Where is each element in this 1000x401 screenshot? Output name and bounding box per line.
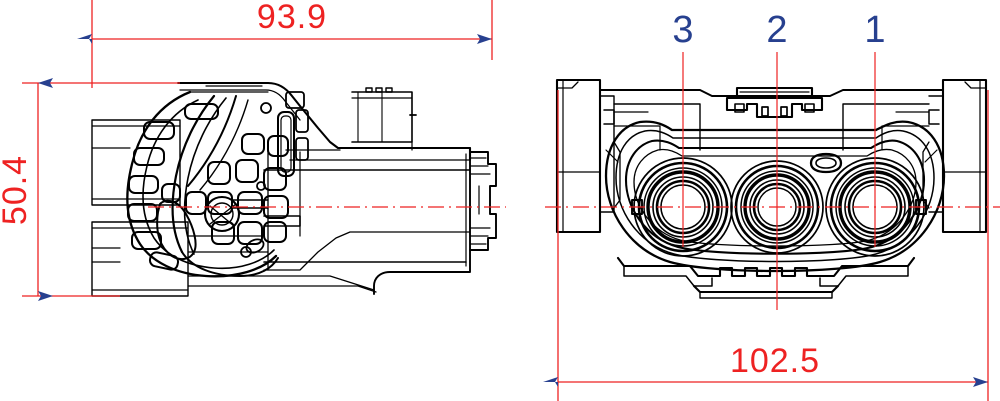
dim-label-102-5: 102.5	[730, 342, 820, 380]
side-view-geometry	[91, 81, 497, 297]
dim-label-93-9: 93.9	[257, 0, 327, 36]
dim-102-5	[543, 90, 989, 401]
port-callout-2: 2	[766, 9, 787, 51]
dimension-texts: 93.9 50.4 102.5	[0, 0, 820, 380]
front-view-geometry	[555, 78, 988, 299]
dimension-lines	[22, 0, 989, 401]
centerlines	[148, 52, 1000, 310]
dim-50-4	[22, 78, 180, 301]
dim-label-50-4: 50.4	[0, 155, 34, 225]
dim-93-9	[77, 0, 493, 88]
port-callout-labels: 3 2 1	[672, 9, 885, 51]
port-callout-3: 3	[672, 9, 693, 51]
port-callout-1: 1	[864, 9, 885, 51]
